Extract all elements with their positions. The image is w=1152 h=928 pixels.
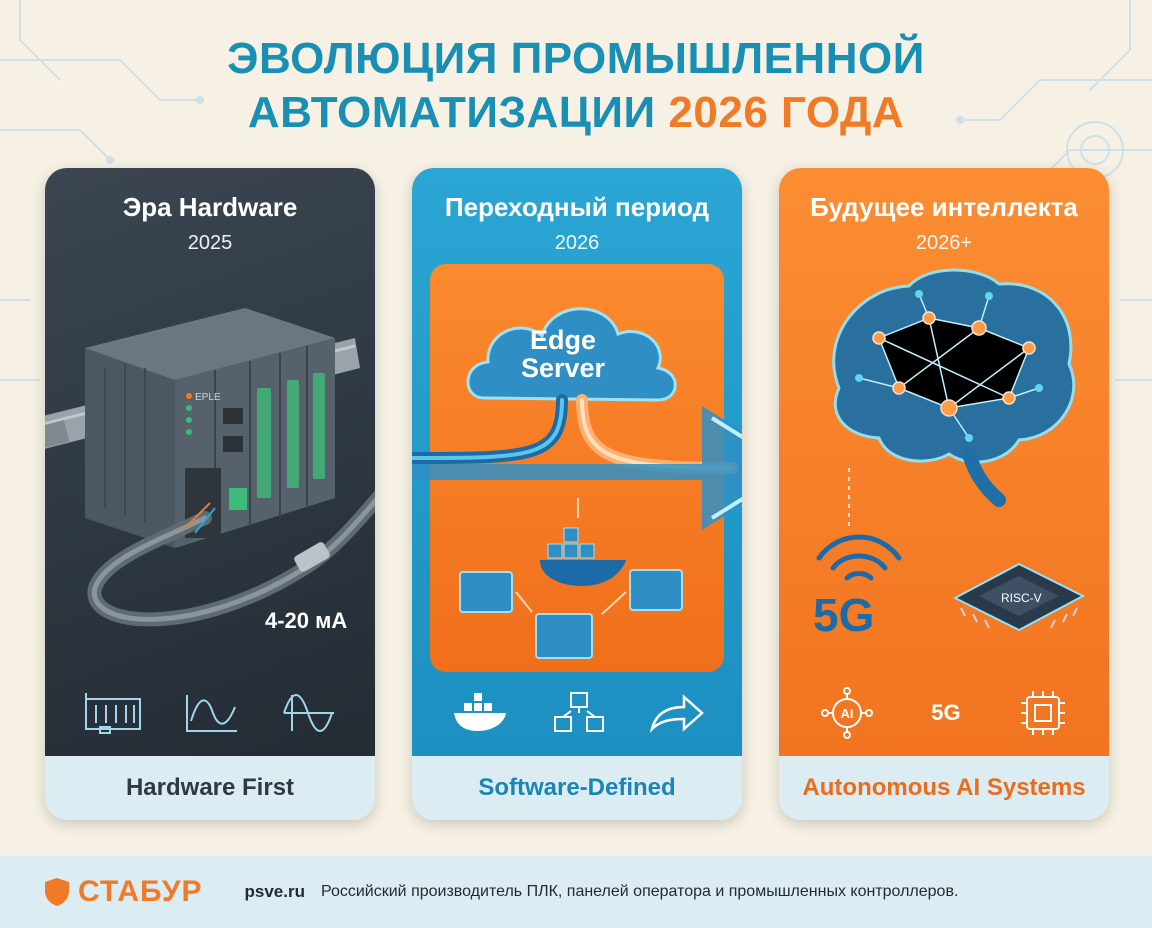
sine-wave-icon — [283, 694, 335, 732]
edge-server-illustration — [412, 307, 742, 659]
card-transition-period: Переходный период 2026 — [412, 168, 742, 820]
card-intelligence-footer: Autonomous AI Systems — [779, 756, 1109, 820]
5g-icon: 5G — [920, 693, 972, 733]
card-transition-heading: Переходный период — [444, 192, 710, 222]
card-intelligence-panel: Будущее интеллекта 2026+ — [779, 168, 1109, 756]
page-title: ЭВОЛЮЦИЯ ПРОМЫШЛЕННОЙ АВТОМАТИЗАЦИИ 2026… — [0, 32, 1152, 140]
card-transition-footer: Software-Defined — [412, 756, 742, 820]
title-line-1: ЭВОЛЮЦИЯ ПРОМЫШЛЕННОЙ — [227, 34, 925, 83]
brand-name: СТАБУР — [78, 875, 203, 908]
card-intelligence-future: Будущее интеллекта 2026+ — [779, 168, 1109, 820]
edge-server-line-2: Server — [520, 353, 606, 383]
brand-logo[interactable]: СТАБУР — [44, 875, 203, 909]
signal-label: 4-20 мА — [265, 608, 348, 633]
ai-icon-label: AI — [840, 706, 853, 721]
card-transition-icons — [412, 678, 742, 748]
chip-label: RISC-V — [1001, 591, 1042, 605]
docker-icon — [454, 693, 507, 731]
plc-brand-text: EPLE — [195, 392, 221, 403]
title-line-2-accent: 2026 ГОДА — [668, 88, 905, 137]
site-link[interactable]: psve.ru — [244, 882, 305, 901]
card-hardware-era: Эра Hardware 2025 — [45, 168, 375, 820]
fiveg-label-large: 5G — [813, 589, 875, 641]
riscv-chip — [952, 562, 1086, 632]
containers-icon — [553, 692, 604, 732]
io-module-icon — [84, 693, 141, 734]
card-intelligence-icons: AI 5G — [779, 678, 1109, 748]
card-intelligence-header: Будущее интеллекта 2026+ — [779, 190, 1109, 258]
edge-server-label: Edge Server — [508, 326, 618, 382]
card-hardware-footer: Hardware First — [45, 756, 375, 820]
docker-whale — [540, 527, 626, 586]
riscv-chip-icon — [1021, 691, 1066, 735]
bottom-bar: СТАБУР psve.ru Российский производитель … — [0, 856, 1152, 928]
plc-illustration: EPLE — [45, 308, 375, 627]
fiveg-icon-text: 5G — [931, 700, 961, 725]
edge-server-line-1: Edge — [529, 325, 596, 355]
card-intelligence-heading: Будущее интеллекта — [810, 192, 1078, 222]
card-hardware-year: 2025 — [187, 232, 233, 254]
card-transition-year: 2026 — [554, 232, 600, 254]
company-description: Российский производитель ПЛК, панелей оп… — [321, 883, 959, 900]
forward-arrow-icon — [649, 694, 704, 733]
card-intelligence-year: 2026+ — [915, 232, 973, 254]
card-hardware-heading: Эра Hardware — [122, 192, 298, 222]
card-hardware-icons — [45, 678, 375, 748]
title-line-2: АВТОМАТИЗАЦИИ 2026 ГОДА — [0, 86, 1152, 140]
shield-icon — [45, 878, 69, 906]
card-transition-panel: Переходный период 2026 — [412, 168, 742, 756]
card-hardware-panel: Эра Hardware 2025 — [45, 168, 375, 756]
analog-signal-icon — [185, 695, 237, 732]
title-line-2-main: АВТОМАТИЗАЦИИ — [247, 88, 656, 137]
card-hardware-header: Эра Hardware 2025 — [45, 190, 375, 258]
ai-brain-illustration: RISC-V — [816, 268, 1086, 632]
ai-network-icon: AI — [820, 687, 873, 739]
card-transition-header: Переходный период 2026 — [412, 190, 742, 258]
